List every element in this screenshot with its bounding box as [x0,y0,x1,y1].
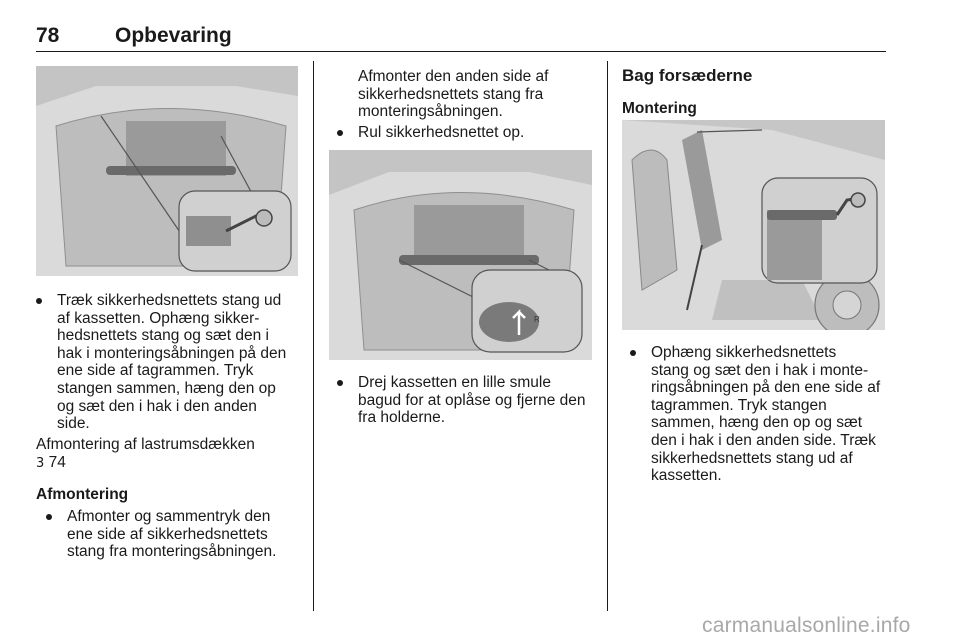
page-number: 78 [36,24,60,47]
bullet-dot [337,130,343,136]
text-line: tagrammen. Tryk stangen [651,396,827,414]
section-heading: Bag forsæderne [622,66,753,85]
bullet-dot [630,350,636,356]
text-line: Afmonter den anden side af [358,68,549,85]
text-line: ene side af sikkerhedsnettets [67,525,268,543]
chapter-title: Opbevaring [115,24,232,47]
column-divider-2 [607,61,608,611]
text-line: stangen sammen, hæng den op [57,379,276,397]
figure-cassette-release: R [329,150,592,360]
text-line: side. [57,415,90,433]
reference-arrow-icon: 3 [36,455,45,471]
text-line: den i hak i den anden side. Træk [651,431,876,449]
text-line: stang fra monteringsåbningen. [67,543,277,561]
bullet-text: Rul sikkerhedsnettet op. [358,124,525,141]
subheading-afmontering: Afmontering [36,486,129,503]
text-line: af kassetten. Ophæng sikker- [57,309,260,327]
text-line: stang og sæt den i hak i monte- [651,361,869,379]
figure-label: R [534,315,540,324]
figure-trunk-rod-removal [36,66,298,276]
text-line: fra holderne. [358,409,446,427]
bullet-text: Drej kassetten en lille smule bagud for … [358,374,586,427]
text-line: sikkerhedsnettets stang fra [358,85,544,103]
text-line: sammen, hæng den op og sæt [651,414,863,432]
watermark: carmanualsonline.info [702,614,911,637]
reference-page[interactable]: 3 74 [36,454,255,473]
text-line: og sæt den i hak i den anden [57,397,257,415]
bullet-dot [337,380,343,386]
bullet-text: Ophæng sikkerhedsnettets stang og sæt de… [651,344,880,485]
bullet-text: Afmonter og sammentryk den ene side af s… [67,508,276,561]
text-line: ringsåbningen på den ene side af [651,379,881,397]
bullet-dot [36,298,42,304]
column-divider-1 [313,61,314,611]
text-line: hedsnettets stang og sæt den i [57,327,269,345]
text-line: bagud for at oplåse og fjerne den [358,391,586,409]
figure-front-seat-mounting [622,120,885,330]
bullet-dot [46,514,52,520]
page-header: 78 Opbevaring [36,24,886,52]
text-line: Ophæng sikkerhedsnettets [651,344,837,361]
text-line: ene side af tagrammen. Tryk [57,362,254,380]
subheading-montering: Montering [622,100,697,117]
text-line: sikkerhedsnettets stang ud af [651,449,853,467]
reference-page-number: 74 [48,453,66,471]
bullet-text: Træk sikkerhedsnettets stang ud af kasse… [57,292,286,433]
intro-text: Afmonter den anden side af sikkerhedsnet… [358,68,603,121]
cross-reference[interactable]: Afmontering af lastrumsdækken 3 74 [36,436,255,472]
text-line: hak i monteringsåbningen på den [57,344,287,362]
text-line: monteringsåbningen. [358,103,503,121]
text-line: kassetten. [651,467,722,485]
text-line: Træk sikkerhedsnettets stang ud [57,292,282,309]
text-line: Afmonter og sammentryk den [67,508,271,525]
reference-text: Afmontering af lastrumsdækken [36,436,255,453]
header-rule [36,51,886,52]
text-line: Drej kassetten en lille smule [358,374,551,391]
